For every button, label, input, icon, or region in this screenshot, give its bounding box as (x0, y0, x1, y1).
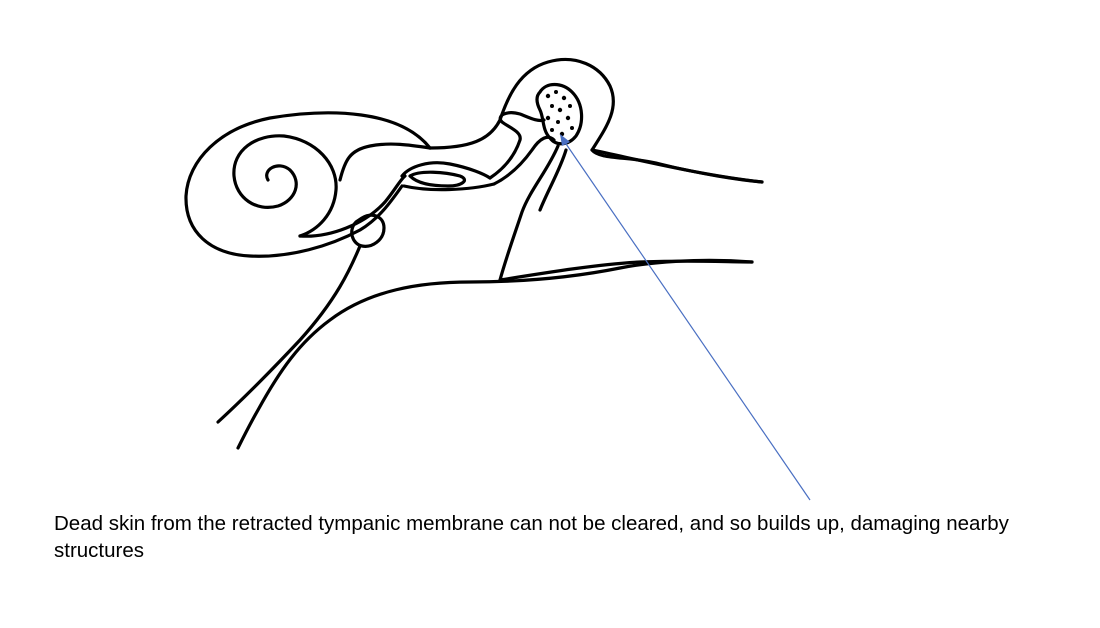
round-window (350, 213, 386, 248)
tympanic-membrane-inner (538, 148, 568, 212)
ear-canal-lower-wall (498, 259, 754, 282)
cholesteatoma (535, 82, 584, 146)
cochlea-outer-shell (184, 111, 432, 258)
arrow-line (561, 137, 811, 501)
ossicles (400, 111, 556, 192)
tympanic-membrane (498, 144, 560, 282)
middle-ear-attic (428, 57, 764, 184)
cochlea-outer-wall (298, 142, 432, 238)
ear-canal-upper-wall (590, 148, 764, 184)
arrow-head (560, 134, 570, 146)
pointer-arrow (560, 134, 811, 501)
incus (488, 111, 546, 180)
cholesteatoma-outline (535, 82, 584, 146)
diagram-caption: Dead skin from the retracted tympanic me… (54, 512, 1009, 562)
cochlea-spiral (232, 134, 338, 238)
skull-base-outline (236, 258, 754, 450)
cochlea (184, 111, 432, 258)
malleus-handle (492, 135, 556, 186)
eustachian-tube (216, 244, 362, 424)
stapes (400, 161, 496, 192)
